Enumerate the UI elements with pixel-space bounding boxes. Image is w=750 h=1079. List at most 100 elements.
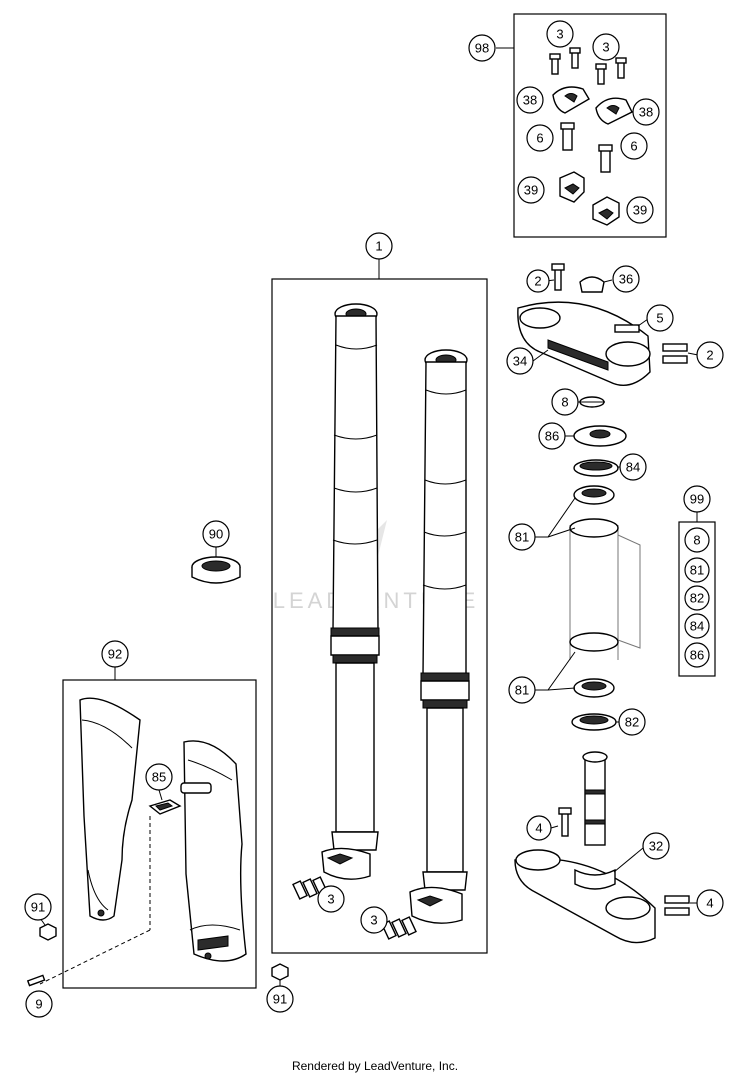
nut-91-left xyxy=(39,923,57,941)
svg-text:98: 98 xyxy=(475,41,489,56)
svg-text:36: 36 xyxy=(619,272,633,287)
svg-text:6: 6 xyxy=(536,131,543,146)
svg-text:8: 8 xyxy=(693,533,700,548)
callout-2-a: 2 xyxy=(526,269,550,293)
kit-99-item-86: 86 xyxy=(684,642,710,668)
callout-82: 82 xyxy=(618,708,646,736)
svg-text:90: 90 xyxy=(209,527,223,542)
callout-85: 85 xyxy=(145,763,173,791)
callout-9: 9 xyxy=(25,990,53,1018)
callout-6-b: 6 xyxy=(620,132,648,160)
callout-39-a: 39 xyxy=(517,176,545,204)
svg-text:39: 39 xyxy=(524,183,538,198)
ring-90 xyxy=(191,556,241,584)
svg-text:84: 84 xyxy=(690,619,704,634)
bolt-2-top xyxy=(554,267,562,291)
callout-90: 90 xyxy=(202,520,230,548)
callout-92: 92 xyxy=(101,640,129,668)
svg-text:9: 9 xyxy=(35,997,42,1012)
nut-91-bottom xyxy=(271,963,289,981)
lower-triple-clamp xyxy=(514,751,690,944)
footer-credit: Rendered by LeadVenture, Inc. xyxy=(292,1059,458,1073)
svg-text:32: 32 xyxy=(649,839,663,854)
svg-text:81: 81 xyxy=(515,683,529,698)
callout-38-a: 38 xyxy=(516,86,544,114)
callout-98: 98 xyxy=(468,34,496,62)
svg-text:5: 5 xyxy=(656,311,663,326)
clamp-kit-parts xyxy=(549,47,633,226)
callout-32: 32 xyxy=(642,832,670,860)
bolt-5 xyxy=(614,324,640,333)
callout-91-a: 91 xyxy=(24,893,52,921)
bolt-4-side-b xyxy=(664,907,690,916)
fork-leg-right xyxy=(409,349,470,924)
callout-3-b: 3 xyxy=(592,33,620,61)
kit-99-item-84: 84 xyxy=(684,613,710,639)
callout-86: 86 xyxy=(538,422,566,450)
svg-text:39: 39 xyxy=(633,203,647,218)
callout-3-d: 3 xyxy=(360,906,388,934)
upper-triple-clamp xyxy=(517,263,688,386)
callout-5: 5 xyxy=(646,304,674,332)
callout-81-b: 81 xyxy=(508,676,536,704)
callout-81-a: 81 xyxy=(508,523,536,551)
callout-99: 99 xyxy=(683,485,711,513)
svg-text:4: 4 xyxy=(706,896,713,911)
svg-text:85: 85 xyxy=(152,770,166,785)
steering-bearings xyxy=(569,396,641,731)
svg-text:34: 34 xyxy=(513,354,527,369)
fork-guard-left xyxy=(79,697,141,921)
callout-36: 36 xyxy=(612,265,640,293)
svg-text:6: 6 xyxy=(630,139,637,154)
bolt-9 xyxy=(26,974,46,987)
callout-3-a: 3 xyxy=(546,20,574,48)
fork-guard-box xyxy=(62,679,257,989)
bolt-4-side-a xyxy=(664,895,690,904)
steering-stem xyxy=(584,754,606,846)
kit-99-item-8: 8 xyxy=(684,527,710,553)
svg-text:86: 86 xyxy=(545,429,559,444)
svg-text:1: 1 xyxy=(375,239,382,254)
pin-6-right xyxy=(600,149,611,173)
svg-text:3: 3 xyxy=(556,27,563,42)
pin-6-left xyxy=(562,127,573,151)
callout-3-c: 3 xyxy=(317,885,345,913)
kit-99-box xyxy=(678,521,716,677)
svg-text:91: 91 xyxy=(31,900,45,915)
fork-leg-left xyxy=(321,303,380,880)
nut-36 xyxy=(579,276,605,293)
svg-text:81: 81 xyxy=(515,530,529,545)
callout-39-b: 39 xyxy=(626,196,654,224)
svg-text:3: 3 xyxy=(327,892,334,907)
svg-text:3: 3 xyxy=(370,913,377,928)
svg-text:38: 38 xyxy=(523,93,537,108)
svg-text:84: 84 xyxy=(626,460,640,475)
bolt-3-left xyxy=(549,47,581,75)
callout-38-b: 38 xyxy=(632,98,660,126)
kit-99-item-82: 82 xyxy=(684,585,710,611)
callout-4-a: 4 xyxy=(526,815,552,841)
svg-text:8: 8 xyxy=(561,395,568,410)
svg-text:86: 86 xyxy=(690,648,704,663)
svg-text:3: 3 xyxy=(602,40,609,55)
svg-text:82: 82 xyxy=(625,715,639,730)
callout-2-b: 2 xyxy=(696,341,724,369)
bolt-2-side-a xyxy=(662,343,688,352)
svg-text:91: 91 xyxy=(273,992,287,1007)
svg-text:2: 2 xyxy=(534,274,541,289)
callout-84: 84 xyxy=(619,453,647,481)
bolt-4-top xyxy=(561,811,569,837)
callout-8: 8 xyxy=(551,388,579,416)
callout-4-b: 4 xyxy=(696,889,724,917)
svg-text:99: 99 xyxy=(690,492,704,507)
svg-text:81: 81 xyxy=(690,563,704,578)
callout-91-b: 91 xyxy=(266,985,294,1013)
callout-34: 34 xyxy=(506,347,534,375)
bolt-2-side-b xyxy=(662,355,688,364)
fork-guard-right xyxy=(180,740,247,962)
bolt-3-right xyxy=(595,57,627,85)
svg-text:4: 4 xyxy=(535,821,542,836)
svg-text:2: 2 xyxy=(706,348,713,363)
clamp-kit-box xyxy=(513,13,667,238)
